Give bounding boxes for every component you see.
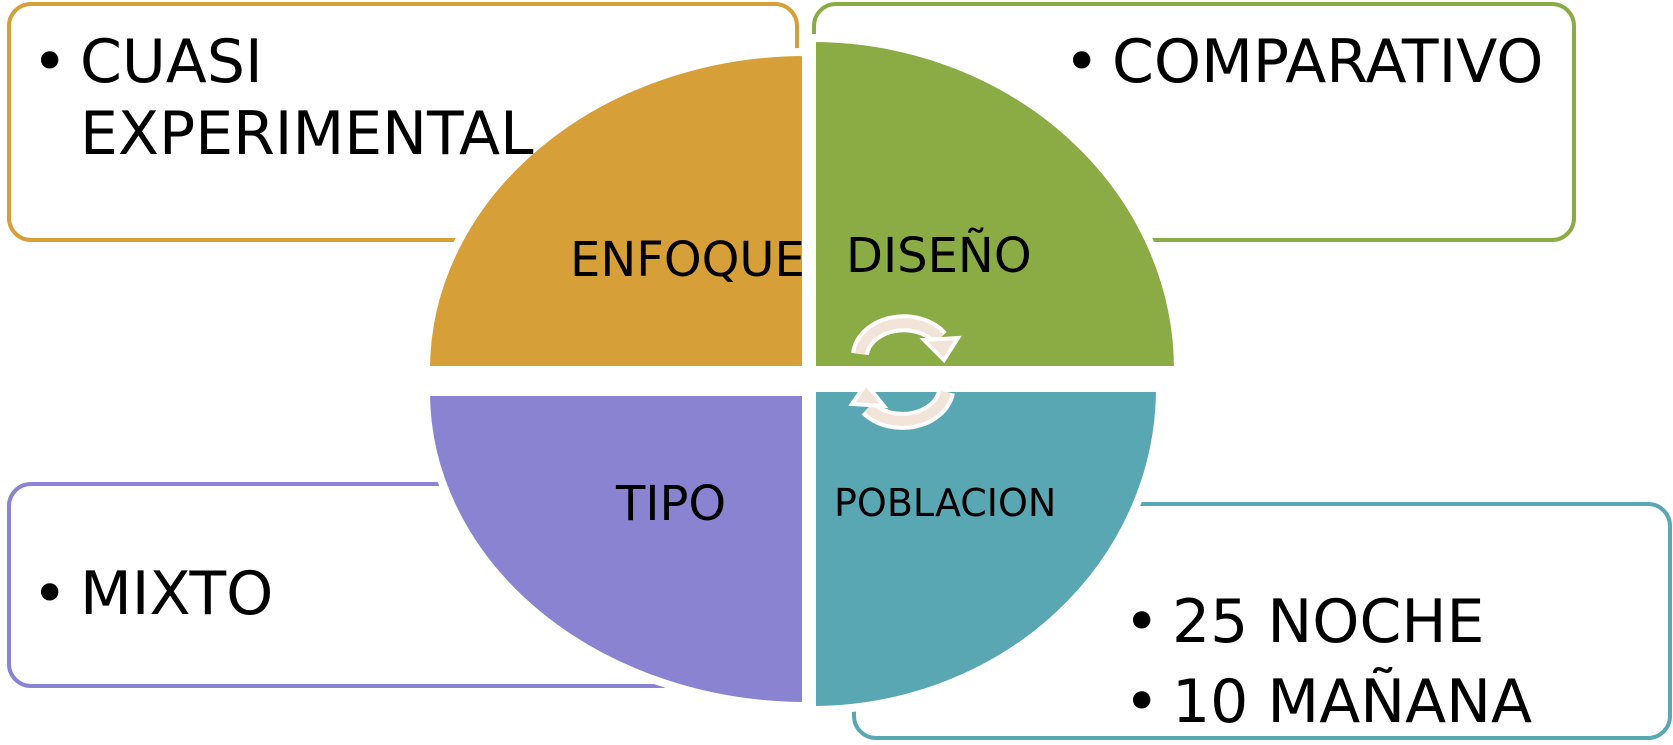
arrow-bottom-head-icon — [848, 380, 889, 409]
bullet-dot: • — [32, 27, 67, 97]
arrow-top-head-icon — [919, 335, 962, 364]
enfoque-item-2: EXPERIMENTAL — [80, 99, 534, 169]
poblacion-item-1: 25 NOCHE — [1172, 587, 1484, 657]
poblacion-quadrant — [808, 384, 1165, 715]
bullet-dot: • — [1064, 27, 1099, 97]
diseno-item-1: COMPARATIVO — [1112, 27, 1543, 97]
enfoque-label: ENFOQUE — [570, 232, 805, 288]
bullet-dot: • — [32, 559, 67, 629]
diseno-label: DISEÑO — [846, 228, 1032, 284]
tipo-quadrant — [421, 388, 810, 711]
enfoque-quadrant — [421, 47, 810, 374]
enfoque-bullets: • CUASI EXPERIMENTAL — [32, 27, 534, 169]
poblacion-label: POBLACION — [834, 481, 1056, 525]
tipo-bullets: • MIXTO — [32, 559, 273, 629]
poblacion-item-2: 10 MAÑANA — [1172, 666, 1532, 737]
tipo-label: TIPO — [615, 476, 726, 532]
tipo-item-1: MIXTO — [80, 559, 273, 629]
diseno-bullets: • COMPARATIVO — [1064, 27, 1543, 97]
bullet-dot: • — [1124, 667, 1159, 737]
bullet-dot: • — [1124, 587, 1159, 657]
enfoque-item-1: CUASI — [80, 27, 263, 97]
circular-arrows-icon — [848, 314, 962, 430]
poblacion-bullets: • 25 NOCHE • 10 MAÑANA — [1124, 587, 1532, 737]
diseno-quadrant — [808, 33, 1183, 374]
